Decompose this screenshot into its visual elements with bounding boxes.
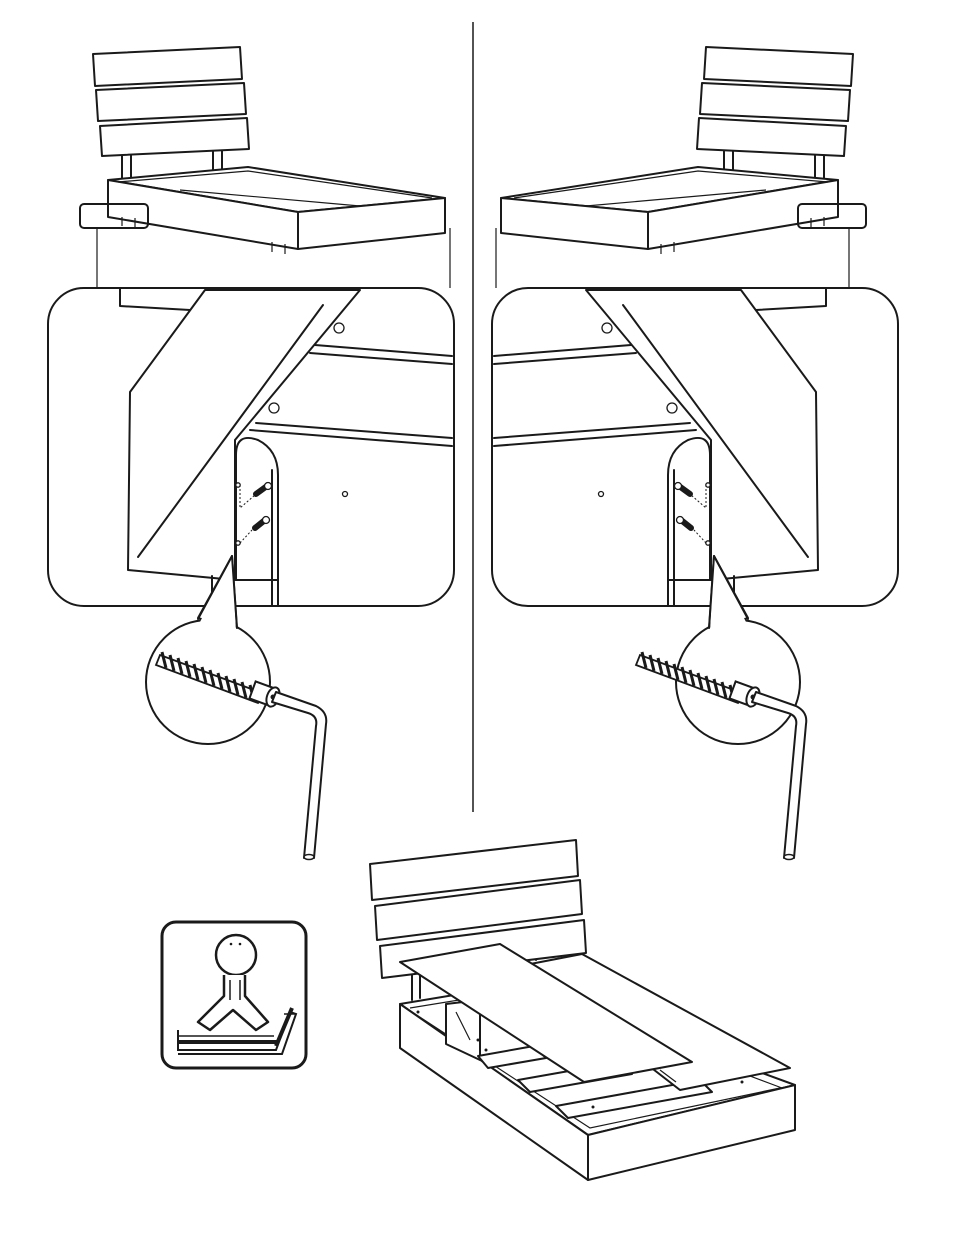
allen-key-icon [272, 692, 326, 860]
headboard-icon [93, 47, 249, 182]
headboard-icon [697, 47, 853, 182]
bed-frame-icon [108, 167, 445, 254]
left-step-panel [48, 47, 454, 860]
zoom-detail-panel [492, 288, 898, 606]
zoom-detail-panel [48, 288, 454, 606]
bed-frame-icon [501, 167, 838, 254]
one-person-assembly-icon [162, 922, 306, 1068]
right-step-panel [492, 47, 898, 744]
assembled-bed-illustration [370, 840, 795, 1180]
